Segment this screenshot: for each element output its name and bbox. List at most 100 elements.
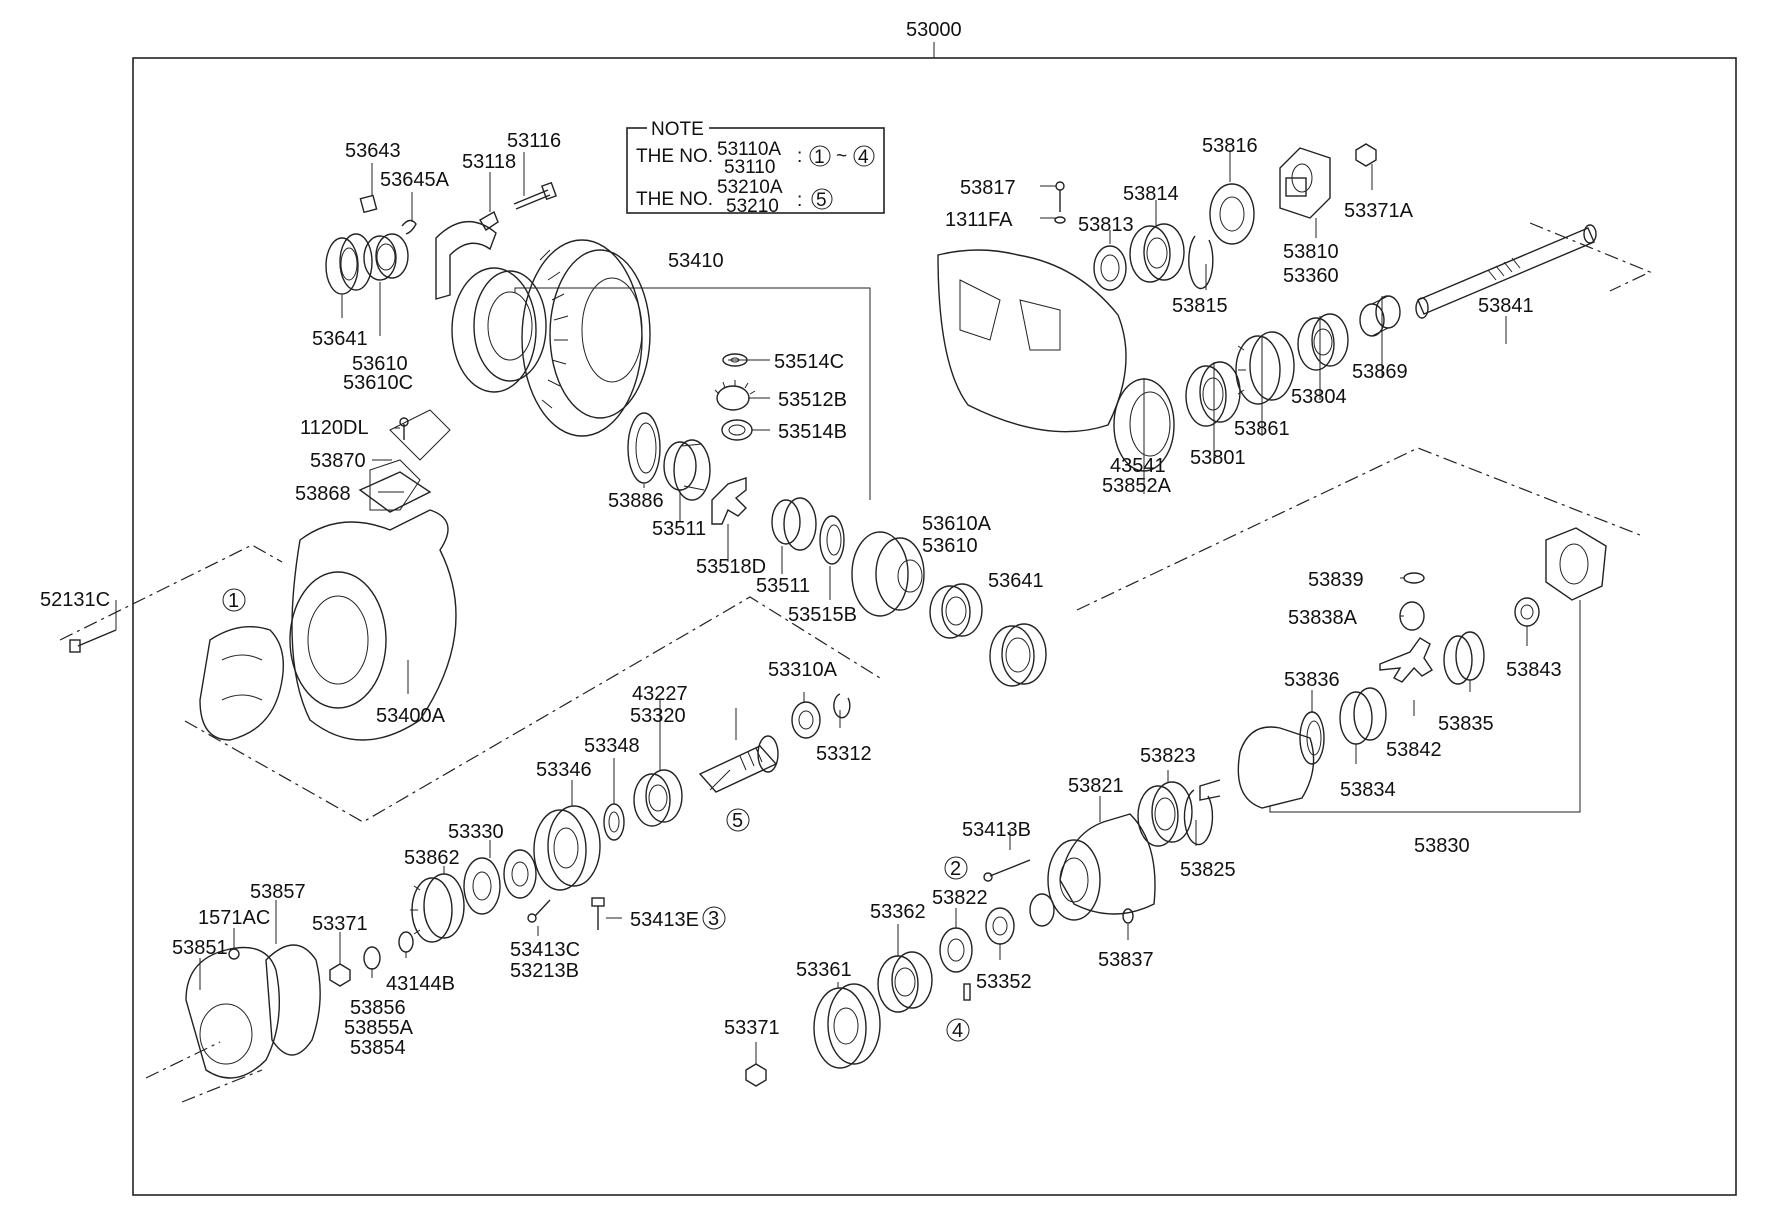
bearing-53310A <box>791 701 821 739</box>
note-range-from: 1 <box>814 147 825 168</box>
part-labels: 53643 53645A 53118 53116 53641 53610 536… <box>40 130 1562 1059</box>
label-53801: 53801 <box>1190 447 1246 469</box>
rear-housing-53821 <box>1047 813 1156 921</box>
label-53855A: 53855A <box>344 1017 414 1039</box>
washer-53839 <box>1403 572 1425 584</box>
label-53361: 53361 <box>796 959 852 981</box>
bearing-53641-center <box>989 623 1047 687</box>
hub-53362 <box>877 951 933 1013</box>
needle-bearing-53869 <box>1359 295 1401 337</box>
label-53835: 53835 <box>1438 713 1494 735</box>
note-line1-prefix: THE NO. <box>636 146 713 167</box>
flange-53810 <box>1279 147 1331 219</box>
bearing-53610-center <box>929 583 983 639</box>
label-53856: 53856 <box>350 997 406 1019</box>
seal-ring <box>1029 893 1055 927</box>
gasket-53857 <box>265 944 321 1056</box>
gear-53361 <box>813 983 881 1069</box>
bearing-53823 <box>1137 781 1193 847</box>
callout-4: 4 <box>946 1018 970 1042</box>
label-53645A: 53645A <box>380 169 450 191</box>
bracket-53643 <box>359 194 378 214</box>
bearing-53801 <box>1185 361 1241 427</box>
label-53641-left: 53641 <box>312 328 368 350</box>
label-53330: 53330 <box>448 821 504 843</box>
label-53512B: 53512B <box>778 389 847 411</box>
cover-53851 <box>185 946 280 1079</box>
label-53813: 53813 <box>1078 214 1134 236</box>
dashed-boundary-bottom-left <box>145 1041 221 1079</box>
washer-53514B <box>721 419 753 441</box>
bearing-53822 <box>939 927 973 973</box>
label-53869: 53869 <box>1352 361 1408 383</box>
side-gear-53834 <box>1339 687 1387 745</box>
label-53310A: 53310A <box>768 659 838 681</box>
note-line2-prefix: THE NO. <box>636 189 713 210</box>
bearing-53320 <box>633 769 683 827</box>
leader-lines <box>115 150 1528 1064</box>
note-line2-ref: 5 <box>816 190 827 211</box>
snap-ring-53815 <box>1188 235 1214 290</box>
bearing-53843 <box>1514 597 1540 627</box>
side-gear-53835 <box>1443 631 1485 685</box>
label-43541: 43541 <box>1110 455 1166 477</box>
label-53400A: 53400A <box>376 705 446 727</box>
svg-text::: : <box>797 146 802 167</box>
bolt-1120DL <box>399 417 409 440</box>
label-53861: 53861 <box>1234 418 1290 440</box>
label-53854: 53854 <box>350 1037 406 1059</box>
dashed-boundary-bottom-left-2 <box>181 1069 263 1103</box>
bearing-cap-53643 <box>435 220 497 300</box>
label-53837: 53837 <box>1098 949 1154 971</box>
spider-53842 <box>1379 637 1433 683</box>
pinion-53512B <box>714 380 756 411</box>
label-53348: 53348 <box>584 735 640 757</box>
label-53371A: 53371A <box>1344 200 1414 222</box>
label-53822: 53822 <box>932 887 988 909</box>
label-43144B: 43144B <box>386 973 455 995</box>
label-53514C: 53514C <box>774 351 844 373</box>
nut-53371-lower <box>745 1063 767 1087</box>
washer-53836 <box>1299 711 1325 765</box>
oil-seal-53813 <box>1093 245 1127 291</box>
label-53413C: 53413C <box>510 939 580 961</box>
label-53816: 53816 <box>1202 135 1258 157</box>
label-53610-left: 53610 <box>352 353 408 375</box>
label-53641-center: 53641 <box>988 570 1044 592</box>
label-53362: 53362 <box>870 901 926 923</box>
note-line2-number-bottom: 53210 <box>726 196 779 217</box>
label-53610A: 53610A <box>922 513 992 535</box>
label-1571AC: 1571AC <box>198 907 270 929</box>
label-53511-upper: 53511 <box>652 518 706 540</box>
label-53841: 53841 <box>1478 295 1534 317</box>
label-53821: 53821 <box>1068 775 1124 797</box>
nut-53371-left <box>329 963 351 987</box>
label-53851: 53851 <box>172 937 228 959</box>
dashed-boundary-left-upper <box>59 544 283 641</box>
washer-1311FA <box>1054 216 1066 224</box>
label-1311FA: 1311FA <box>945 209 1013 231</box>
note-range-to: 4 <box>858 147 869 168</box>
ring-gear-53410 <box>451 239 651 437</box>
pin-53118 <box>479 210 499 231</box>
label-52131C: 52131C <box>40 589 110 611</box>
label-53838A: 53838A <box>1288 607 1358 629</box>
label-53410: 53410 <box>668 250 724 272</box>
label-53116: 53116 <box>507 130 561 152</box>
svg-text:2: 2 <box>950 858 961 880</box>
spider-53518D <box>711 477 747 525</box>
label-53610C: 53610C <box>343 372 413 394</box>
bolt-53413E <box>591 897 605 930</box>
carrier-housing-53400A <box>289 409 457 741</box>
washer-53348 <box>603 803 625 841</box>
label-53371-left: 53371 <box>312 913 368 935</box>
label-53804: 53804 <box>1291 386 1347 408</box>
dashed-boundary-center <box>184 596 881 823</box>
label-53836: 53836 <box>1284 669 1340 691</box>
label-53371-lower: 53371 <box>724 1017 780 1039</box>
bearing-race-53610-left <box>363 233 409 281</box>
label-53352: 53352 <box>976 971 1032 993</box>
label-53852A: 53852A <box>1102 475 1172 497</box>
label-43227: 43227 <box>632 683 688 705</box>
label-53610-center: 53610 <box>922 535 978 557</box>
